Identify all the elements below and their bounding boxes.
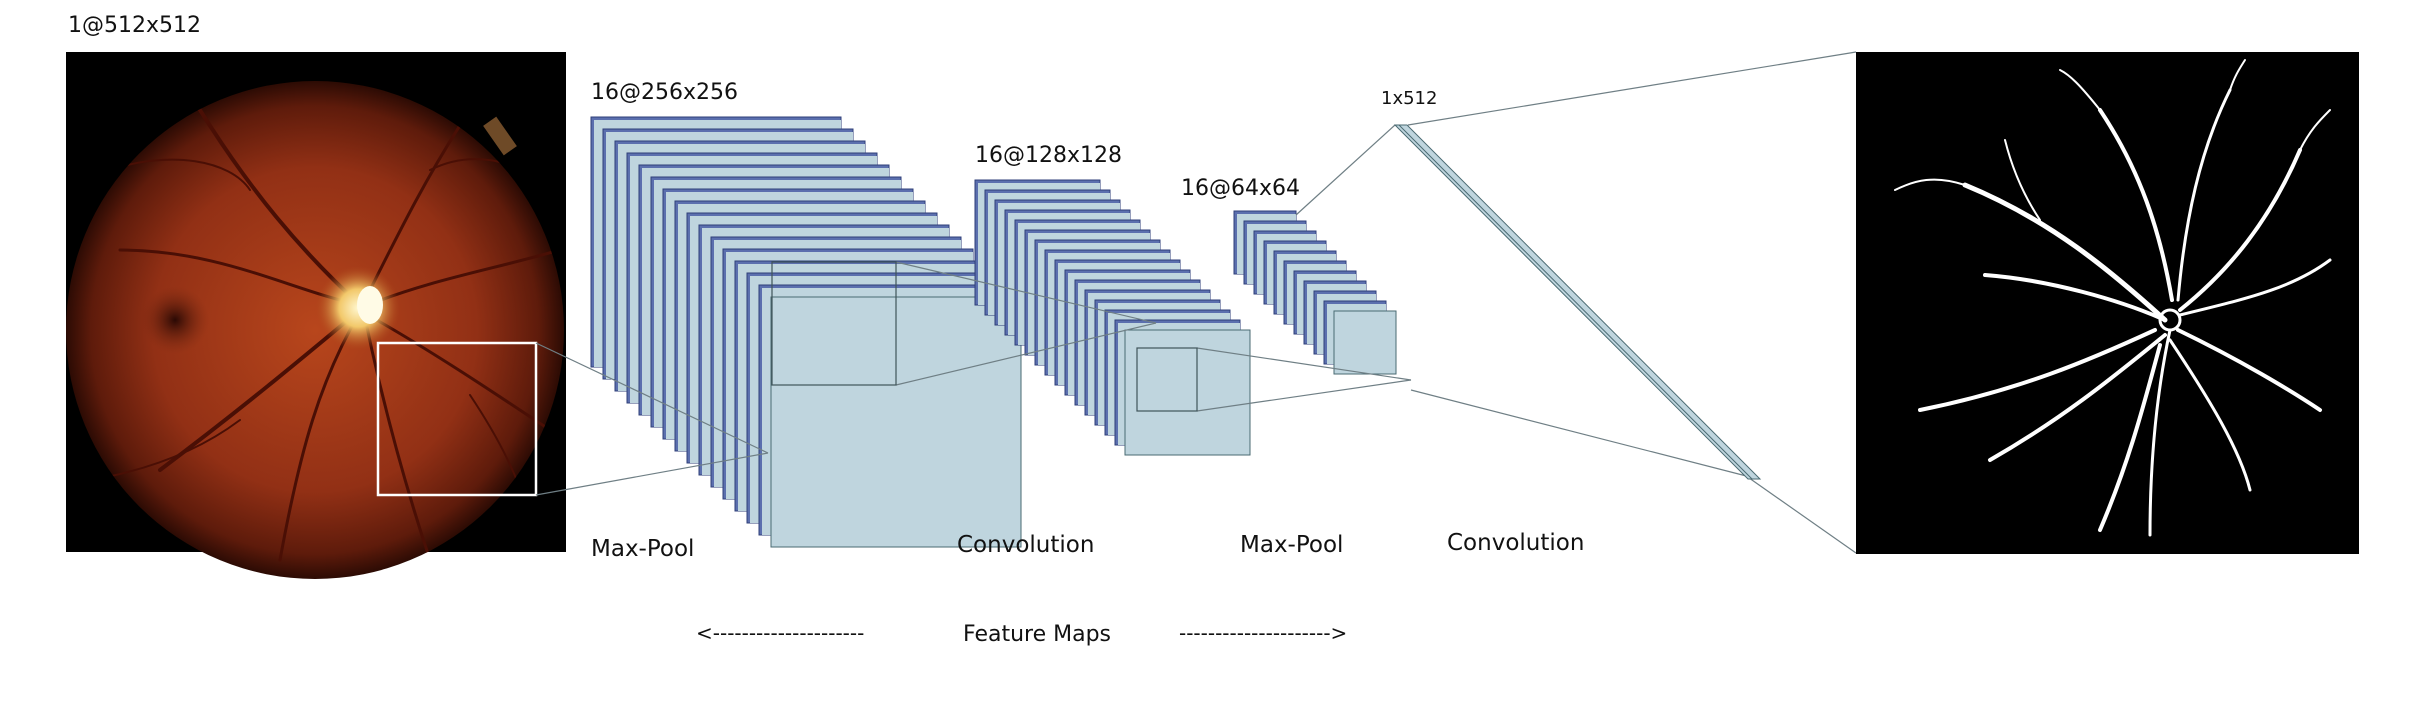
receptive-field-boxes: [771, 261, 1198, 412]
retina-fundus-icon: [66, 81, 564, 579]
layer-shape-label: 16@64x64: [1181, 176, 1300, 201]
feature-map-stack-3: [1233, 210, 1397, 375]
feature-map-stacks: [590, 116, 1397, 548]
feature-maps-right-arrow: --------------------->: [1179, 621, 1347, 645]
feature-maps-left-arrow: <---------------------: [696, 621, 864, 645]
layer-shape-label: 1x512: [1381, 88, 1437, 109]
connector-line: [535, 452, 769, 496]
layer-shape-label: 16@128x128: [975, 143, 1122, 168]
connector-line: [1196, 347, 1412, 381]
feature-map: [1333, 310, 1397, 375]
layer-operation-label: Convolution: [957, 532, 1094, 558]
feature-map-stack-1: [590, 116, 1022, 548]
feature-maps-label: Feature Maps: [963, 622, 1111, 647]
receptive-field-box: [1136, 347, 1198, 412]
feature-map: [1124, 329, 1251, 456]
input-shape-label: 1@512x512: [68, 13, 201, 38]
connector-line: [1410, 389, 1759, 480]
connector-line: [1295, 124, 1396, 216]
connector-line: [1741, 472, 1857, 554]
connector-line: [535, 342, 769, 454]
layer-operation-label: Max-Pool: [591, 536, 694, 562]
zoom-region-box: [376, 341, 538, 497]
input-image: [66, 52, 566, 579]
receptive-field-box: [771, 261, 897, 386]
feature-map-stack-2: [974, 179, 1251, 456]
connector-line: [895, 261, 1157, 324]
dense-layer-bar: [1393, 124, 1762, 480]
layer-operation-label: Convolution: [1447, 530, 1584, 556]
layer-shape-label: 16@256x256: [591, 80, 738, 105]
vessel-segmentation-icon: [1894, 59, 2332, 537]
output-image-background: [1856, 52, 2359, 554]
layer-operation-label: Max-Pool: [1240, 532, 1343, 558]
connector-line: [1407, 51, 1857, 126]
output-image: [1856, 52, 2359, 554]
connector-line: [1196, 379, 1412, 412]
fundus-notch: [483, 116, 517, 156]
connector-line: [895, 322, 1157, 386]
connection-lines: [535, 51, 1857, 554]
